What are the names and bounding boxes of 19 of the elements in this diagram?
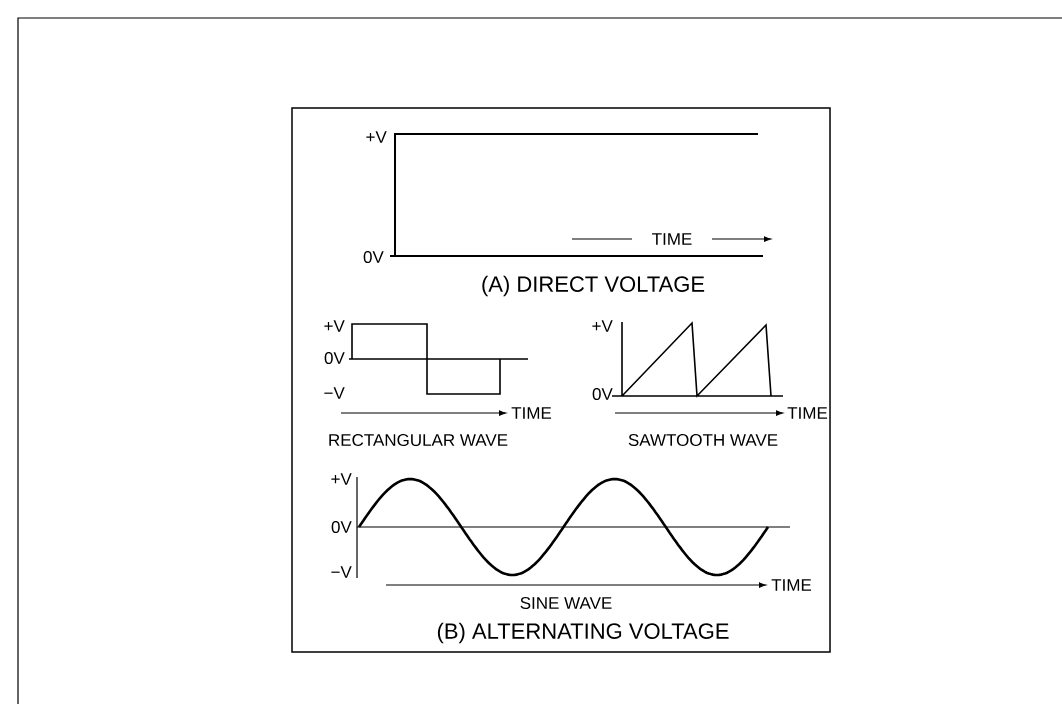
axis-label: 0V (324, 352, 345, 365)
caption: RECTANGULAR WAVE (329, 434, 508, 447)
axis-label: −V (331, 566, 352, 578)
axis-label: TIME (787, 407, 828, 419)
axis-label: 0V (331, 521, 352, 534)
caption: SINE WAVE (520, 597, 612, 610)
caption: SAWTOOTH WAVE (628, 434, 778, 447)
axis-label: 0V (592, 388, 613, 401)
axis-label: +V (324, 320, 345, 332)
axis-label: TIME (771, 579, 812, 591)
axis-label: 0V (363, 251, 384, 264)
caption: (B) ALTERNATING VOLTAGE (437, 622, 729, 644)
axis-label: TIME (652, 233, 692, 245)
axis-label: +V (592, 320, 613, 332)
caption: (A) DIRECT VOLTAGE (482, 275, 705, 297)
axis-label: +V (366, 131, 387, 143)
axis-label: TIME (511, 407, 552, 419)
axis-label: +V (331, 473, 352, 485)
axis-label: −V (324, 387, 345, 399)
